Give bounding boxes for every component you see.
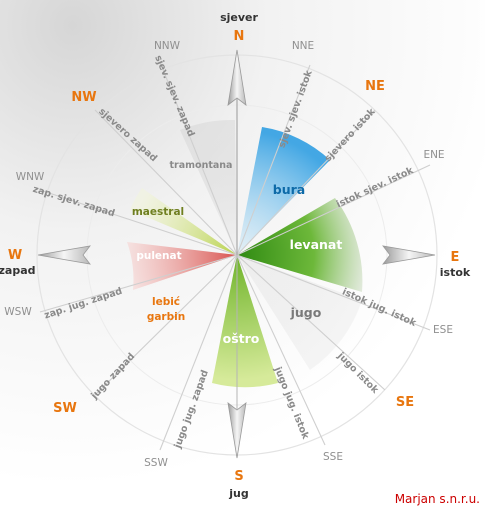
sector-pulenat — [127, 242, 237, 290]
radial-lines — [39, 61, 431, 451]
sector-tramontana — [180, 119, 237, 255]
code-nnw: NNW — [154, 40, 181, 52]
cardinal-name-north: sjever — [220, 11, 258, 24]
code-nw: NW — [71, 90, 96, 105]
radial-line-wnw — [39, 189, 238, 256]
code-ene: ENE — [423, 149, 444, 161]
radial-line-sw — [94, 254, 238, 396]
arrow-west-icon — [37, 245, 91, 265]
radial-line-nnw — [159, 61, 238, 256]
wind-bura: bura — [273, 182, 305, 197]
wind-lebic: lebić — [152, 296, 180, 308]
sector-bura — [237, 127, 330, 255]
code-ne: NE — [365, 79, 385, 94]
radial-line-ne — [236, 109, 376, 256]
code-sw: SW — [53, 401, 77, 416]
cardinal-code-north: N — [234, 29, 245, 44]
code-ese: ESE — [433, 324, 453, 336]
code-ssw: SSW — [144, 457, 168, 469]
cardinal-code-south: S — [234, 469, 243, 484]
wind-tramontana: tramontana — [170, 160, 233, 171]
code-wnw: WNW — [16, 171, 45, 183]
sector-ostro — [212, 255, 278, 388]
code-sse: SSE — [323, 451, 343, 463]
cardinal-name-south: jug — [228, 487, 248, 500]
sector-maestral — [130, 188, 237, 255]
code-se: SE — [396, 395, 414, 410]
radial-line-ese — [236, 254, 431, 331]
cardinal-arrows — [37, 49, 436, 459]
wind-garbin: garbin — [147, 311, 185, 323]
radial-line-nne — [236, 64, 311, 256]
wind-levanat: levanat — [290, 237, 343, 252]
cardinal-name-west: zapad — [0, 264, 36, 277]
cardinal-name-east: istok — [440, 266, 471, 279]
wind-jugo: jugo — [290, 305, 322, 320]
wind-ostro: oštro — [223, 331, 260, 346]
sector-levanat — [237, 198, 363, 292]
credit-text: Marjan s.n.r.u. — [395, 492, 480, 506]
wind-pulenat: pulenat — [136, 250, 181, 262]
code-nne: NNE — [292, 40, 314, 52]
cardinal-code-west: W — [8, 248, 22, 263]
radial-line-se — [236, 254, 386, 391]
arrow-east-icon — [382, 245, 436, 265]
radial-line-wsw — [39, 254, 238, 313]
cardinal-code-east: E — [451, 250, 460, 265]
code-wsw: WSW — [4, 306, 32, 318]
radial-line-ene — [236, 164, 431, 256]
radial-line-nw — [94, 109, 238, 256]
radial-line-ssw — [159, 254, 238, 451]
radial-line-sse — [236, 254, 326, 446]
wind-maestral: maestral — [132, 206, 184, 218]
